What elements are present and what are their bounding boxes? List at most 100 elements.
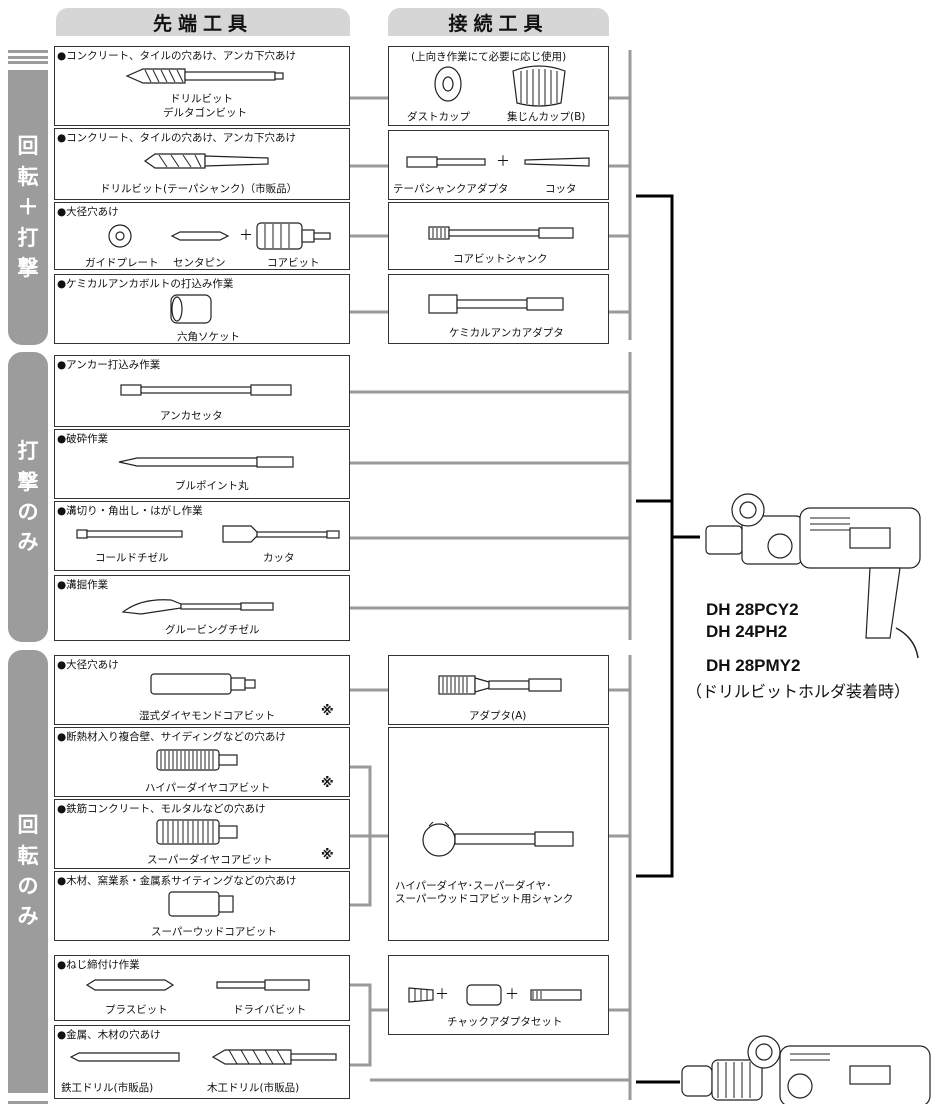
caption: デルタゴンビット bbox=[163, 107, 247, 119]
caption: テーパシャンクアダプタ bbox=[393, 183, 509, 195]
note-label: (上向き作業にて必要に応じ使用) bbox=[411, 51, 567, 63]
tip-box-grooving-chisel: ●溝掘作業 グルービングチゼル bbox=[54, 575, 350, 641]
model-name: DH 28PMY2 bbox=[706, 656, 801, 675]
grooving-chisel-icon bbox=[121, 599, 274, 615]
scroll-marker-top bbox=[8, 50, 48, 64]
taper-drill-icon bbox=[143, 153, 269, 169]
model-name: DH 28PCY2 bbox=[706, 600, 799, 619]
task-label: ●ケミカルアンカボルトの打込み作業 bbox=[57, 278, 234, 290]
task-label: ●コンクリート、タイルの穴あけ、アンカ下穴あけ bbox=[57, 50, 297, 62]
caption: コッタ bbox=[545, 183, 577, 195]
scroll-marker-top-mid bbox=[8, 56, 48, 59]
note-mark: ※ bbox=[321, 776, 334, 791]
model-note: （ドリルビットホルダ装着時） bbox=[686, 684, 911, 701]
core-bit-shank-icon bbox=[428, 226, 574, 240]
hex-socket-icon bbox=[170, 294, 212, 324]
caption: 集じんカップ(B) bbox=[507, 111, 586, 123]
mode-rotation-hammer: 回転＋打撃 bbox=[8, 70, 48, 345]
caption: スーパーウッドコアビット用シャンク bbox=[395, 893, 574, 905]
caption: ドリルビット(テーパシャンク)（市販品） bbox=[100, 183, 298, 195]
task-label: ●破砕作業 bbox=[57, 433, 109, 445]
task-label: ●ねじ締付け作業 bbox=[57, 959, 140, 971]
model-name: DH 24PH2 bbox=[706, 622, 788, 641]
tip-box-anchor-setter: ●アンカー打込み作業 アンカセッタ bbox=[54, 355, 350, 427]
header-tip-tools: 先端工具 bbox=[56, 8, 350, 36]
dust-collector-cup-icon bbox=[512, 65, 566, 107]
connect-box-dust-cup: (上向き作業にて必要に応じ使用) ダストカップ 集じんカップ(B) bbox=[388, 46, 609, 126]
caption: ドライバビット bbox=[233, 1004, 307, 1016]
tip-box-taper-drill: ●コンクリート、タイルの穴あけ、アンカ下穴あけ ドリルビット(テーパシャンク)（… bbox=[54, 128, 350, 200]
plus-sign: ＋ bbox=[435, 987, 449, 1003]
caption: コアビット bbox=[267, 257, 320, 269]
drill-bit-icon bbox=[125, 68, 284, 84]
caption: グルービングチゼル bbox=[165, 624, 260, 636]
tip-box-bull-point: ●破砕作業 ブルポイント丸 bbox=[54, 429, 350, 499]
core-shank-assembly-icon bbox=[422, 821, 574, 857]
caption: スーパーウッドコアビット bbox=[151, 926, 277, 938]
tip-box-drill-bit: ●コンクリート、タイルの穴あけ、アンカ下穴あけ ドリルビット デルタゴンビット bbox=[54, 46, 350, 126]
task-label: ●断熱材入り複合壁、サイディングなどの穴あけ bbox=[57, 731, 286, 743]
task-label: ●コンクリート、タイルの穴あけ、アンカ下穴あけ bbox=[57, 132, 297, 144]
center-pin-icon bbox=[170, 231, 230, 241]
connect-box-core-bit-shank-set: ハイパーダイヤ･スーパーダイヤ･ スーパーウッドコアビット用シャンク bbox=[388, 727, 609, 941]
connect-box-chuck-adapter: ＋ ＋ チャックアダプタセット bbox=[388, 955, 609, 1035]
tip-box-screw-fastening: ●ねじ締付け作業 プラスビット ドライバビット bbox=[54, 955, 350, 1021]
mode-rotation-only: 回転のみ bbox=[8, 650, 48, 1092]
task-label: ●溝掘作業 bbox=[57, 579, 109, 591]
core-bit-icon bbox=[256, 222, 331, 250]
caption: 木工ドリル(市販品) bbox=[207, 1082, 300, 1094]
dust-cup-icon bbox=[434, 66, 462, 102]
tip-box-hyper-diamond: ●断熱材入り複合壁、サイディングなどの穴あけ ハイパーダイヤコアビット ※ bbox=[54, 727, 350, 797]
caption: カッタ bbox=[263, 552, 295, 564]
header-connect-tools: 接続工具 bbox=[388, 8, 609, 36]
caption: ハイパーダイヤコアビット bbox=[145, 782, 271, 794]
tip-box-metal-wood-drill: ●金属、木材の穴あけ 鉄工ドリル(市販品) 木工ドリル(市販品) bbox=[54, 1025, 350, 1099]
note-mark: ※ bbox=[321, 704, 334, 719]
task-label: ●鉄筋コンクリート、モルタルなどの穴あけ bbox=[57, 803, 266, 815]
task-label: ●金属、木材の穴あけ bbox=[57, 1029, 161, 1041]
connect-box-chemical-adapter: ケミカルアンカアダプタ bbox=[388, 274, 609, 344]
tip-box-chisel: ●溝切り・角出し・はがし作業 コールドチゼル カッタ bbox=[54, 501, 350, 571]
guide-plate-icon bbox=[108, 224, 132, 248]
caption: ダストカップ bbox=[407, 111, 470, 123]
tip-box-chemical-anchor: ●ケミカルアンカボルトの打込み作業 六角ソケット bbox=[54, 274, 350, 344]
hammer-drill-chuck-illustration bbox=[681, 1035, 931, 1104]
tip-box-super-diamond: ●鉄筋コンクリート、モルタルなどの穴あけ スーパーダイヤコアビット ※ bbox=[54, 799, 350, 869]
caption: スーパーダイヤコアビット bbox=[147, 854, 273, 866]
super-diamond-core-bit-icon bbox=[156, 819, 238, 845]
super-wood-core-bit-icon bbox=[168, 891, 234, 917]
tip-box-large-hole: ●大径穴あけ ＋ ガイドプレート センタピン コアビット bbox=[54, 202, 350, 270]
wood-drill-icon bbox=[211, 1049, 337, 1065]
phillips-bit-icon bbox=[85, 979, 175, 991]
caption: チャックアダプタセット bbox=[447, 1016, 563, 1028]
caption: ハイパーダイヤ･スーパーダイヤ･ bbox=[395, 880, 552, 892]
task-label: ●アンカー打込み作業 bbox=[57, 359, 161, 371]
task-label: ●大径穴あけ bbox=[57, 206, 119, 218]
caption: ケミカルアンカアダプタ bbox=[449, 327, 564, 339]
driver-bit-icon bbox=[216, 979, 310, 991]
cutter-icon bbox=[222, 525, 340, 543]
anchor-setter-icon bbox=[120, 384, 292, 396]
connect-box-taper-adapter: ＋ テーパシャンクアダプタ コッタ bbox=[388, 130, 609, 200]
metal-drill-icon bbox=[69, 1052, 180, 1062]
mode-hammer-only: 打撃のみ bbox=[8, 352, 48, 642]
adapter-a-icon bbox=[438, 675, 562, 695]
hyper-diamond-core-bit-icon bbox=[156, 749, 238, 771]
hammer-drill-illustration bbox=[705, 493, 921, 659]
task-label: ●溝切り・角出し・はがし作業 bbox=[57, 505, 203, 517]
plus-sign: ＋ bbox=[496, 154, 510, 170]
caption: コールドチゼル bbox=[95, 552, 169, 564]
tip-box-wet-diamond: ●大径穴あけ 湿式ダイヤモンドコアビット ※ bbox=[54, 655, 350, 725]
caption: 湿式ダイヤモンドコアビット bbox=[139, 710, 276, 722]
caption: センタピン bbox=[173, 257, 226, 269]
cotter-icon bbox=[524, 157, 590, 167]
caption: ガイドプレート bbox=[85, 257, 159, 269]
wet-diamond-core-bit-icon bbox=[150, 673, 256, 695]
caption: コアビットシャンク bbox=[453, 253, 548, 265]
caption: アンカセッタ bbox=[160, 410, 223, 422]
caption: ブルポイント丸 bbox=[175, 480, 249, 492]
caption: アダプタ(A) bbox=[469, 710, 527, 722]
task-label: ●大径穴あけ bbox=[57, 659, 119, 671]
caption: プラスビット bbox=[105, 1004, 168, 1016]
